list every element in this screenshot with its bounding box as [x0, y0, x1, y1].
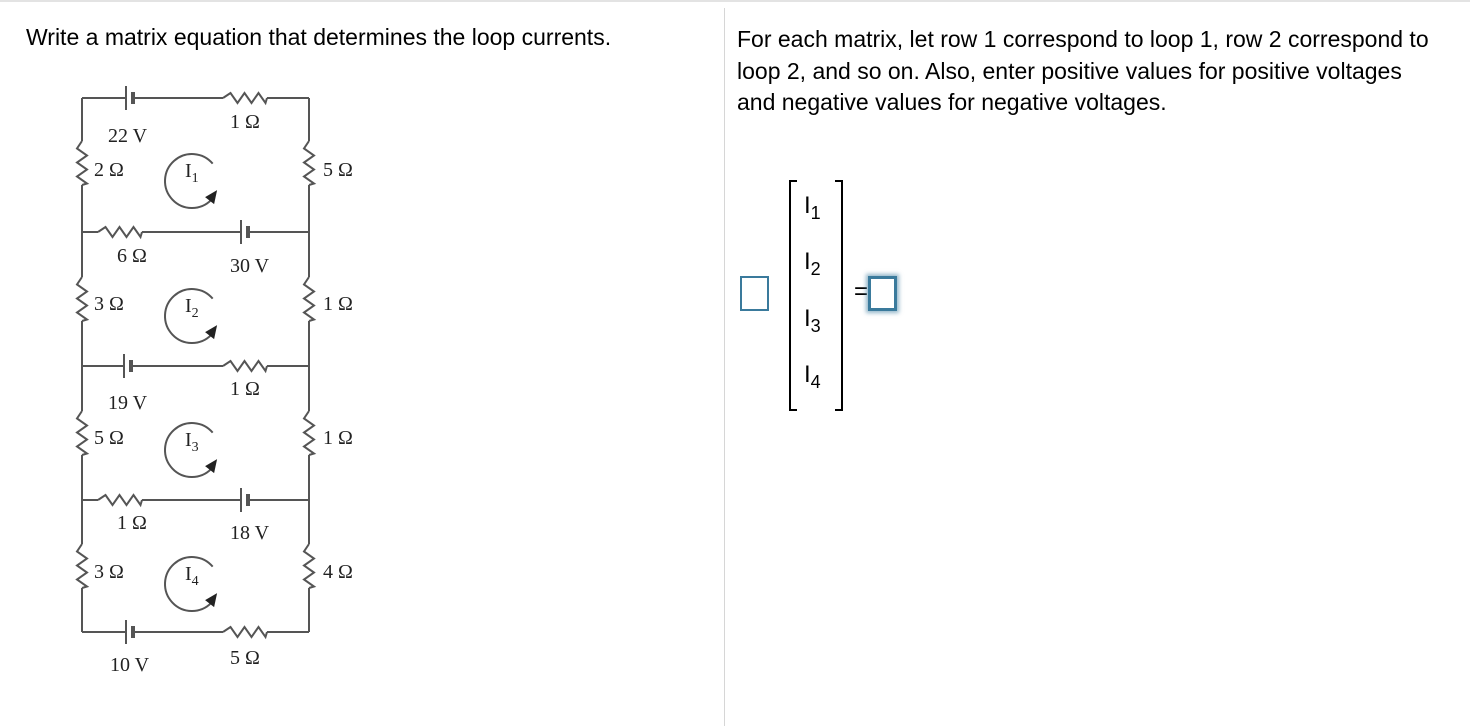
equals-sign: =	[854, 278, 869, 305]
left-bracket	[789, 180, 797, 411]
coefficient-matrix-input[interactable]	[740, 276, 769, 311]
label-30v: 30 V	[230, 255, 270, 277]
resistor-icon	[302, 140, 317, 186]
resistor-icon	[75, 410, 90, 456]
label-bottom-resistor: 5 Ω	[230, 647, 260, 669]
vector-entry-2: I2	[804, 248, 821, 279]
resistor-icon	[222, 625, 268, 640]
vector-entry-3: I3	[804, 305, 821, 336]
label-right-4: 4 Ω	[323, 561, 353, 583]
resistor-icon	[222, 91, 268, 106]
resistor-icon	[302, 410, 317, 456]
loop-arrow-icon	[164, 422, 214, 478]
rhs-vector-input[interactable]	[868, 276, 897, 311]
label-left-4: 3 Ω	[94, 561, 124, 583]
label-left-3: 5 Ω	[94, 427, 124, 449]
resistor-icon	[302, 276, 317, 322]
label-right-3: 1 Ω	[323, 427, 353, 449]
resistor-icon	[302, 543, 317, 589]
resistor-icon	[97, 493, 143, 508]
resistor-icon	[75, 276, 90, 322]
label-18v: 18 V	[230, 522, 270, 544]
label-1ohm-row4: 1 Ω	[117, 512, 147, 534]
question-text: Write a matrix equation that determines …	[26, 24, 612, 50]
loop-current-label: I4	[185, 563, 199, 589]
arrowhead-icon	[205, 325, 218, 340]
top-border	[0, 0, 1470, 2]
label-6ohm: 6 Ω	[117, 245, 147, 267]
matrix-equation: I1 I2 I3 I4 =	[740, 180, 920, 420]
resistor-icon	[97, 225, 143, 240]
arrowhead-icon	[205, 190, 218, 205]
resistor-icon	[222, 359, 268, 374]
instructions-text: For each matrix, let row 1 correspond to…	[737, 26, 1429, 115]
loop-current-label: I1	[185, 160, 199, 186]
right-bracket	[835, 180, 843, 411]
arrowhead-icon	[205, 593, 218, 608]
label-22v: 22 V	[108, 125, 148, 147]
loop-arrow-icon	[164, 288, 214, 344]
label-top-resistor: 1 Ω	[230, 111, 260, 133]
loop-arrow-icon	[164, 153, 214, 209]
label-left-1: 2 Ω	[94, 159, 124, 181]
loop-current-label: I3	[185, 429, 199, 455]
vector-entry-1: I1	[804, 192, 821, 223]
label-10v: 10 V	[110, 654, 150, 676]
resistor-icon	[75, 543, 90, 589]
resistor-icon	[75, 140, 90, 186]
loop-current-label: I2	[185, 295, 199, 321]
circuit-diagram: 22 V 1 Ω 6 Ω 30 V 19 V 1 Ω 1 Ω 18 V 10 V…	[75, 86, 353, 676]
arrowhead-icon	[205, 459, 218, 474]
label-right-2: 1 Ω	[323, 293, 353, 315]
label-left-2: 3 Ω	[94, 293, 124, 315]
vector-entry-4: I4	[804, 361, 821, 392]
loop-arrow-icon	[164, 556, 214, 612]
label-mid-resistor: 1 Ω	[230, 378, 260, 400]
label-right-1: 5 Ω	[323, 159, 353, 181]
label-19v: 19 V	[108, 392, 148, 414]
column-divider	[724, 8, 725, 726]
